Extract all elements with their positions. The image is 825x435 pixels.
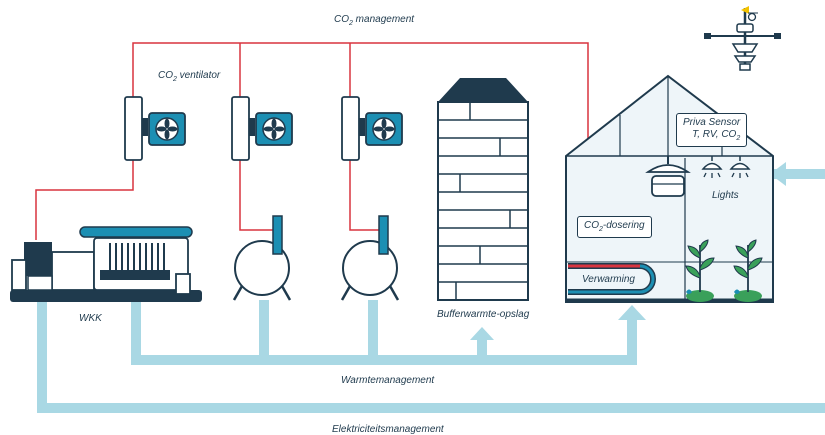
light-2-icon — [729, 156, 751, 178]
return-arrow — [770, 162, 786, 186]
co2-lines — [35, 42, 589, 240]
co2-ventilator-3 — [341, 96, 403, 161]
sensor-line-2: T, RV, CO2 — [692, 129, 741, 142]
co2-ventilator-1 — [124, 96, 186, 161]
warmtemanagement-label: Warmtemanagement — [341, 375, 435, 386]
drip-icons — [686, 289, 740, 294]
elektriciteit-pipe — [37, 300, 825, 413]
buffer-arrow — [470, 327, 494, 340]
priva-sensor-label: Priva Sensor T, RV, CO2 — [676, 113, 748, 148]
plant-2-icon — [733, 239, 763, 302]
co2-ventilator-2 — [231, 96, 293, 161]
boiler2-co2-line — [349, 160, 382, 231]
buffer-tank — [437, 78, 529, 301]
weather-station-icon — [704, 6, 781, 71]
elektriciteit-label: Elektriciteitsmanagement — [332, 424, 444, 435]
greenhouse-arrow — [618, 305, 646, 320]
co2-dosering-label: CO2-dosering — [577, 216, 652, 239]
co2-management-label: CO2 management — [334, 14, 415, 28]
co2-main-line — [132, 42, 589, 205]
wkk-label: WKK — [79, 313, 102, 324]
lights-label: Lights — [712, 190, 739, 201]
boiler-1 — [232, 215, 292, 301]
warmte-pipes — [37, 169, 825, 413]
plant-1-icon — [685, 239, 715, 302]
buffer-label: Bufferwarmte-opslag — [437, 309, 530, 320]
boiler-2 — [340, 215, 400, 301]
light-1-icon — [701, 156, 723, 178]
wkk-co2-line — [35, 160, 134, 240]
boiler1-co2-line — [239, 160, 276, 231]
sensor-line-1: Priva Sensor — [683, 117, 741, 128]
wkk-engine — [10, 226, 202, 302]
verwarming-pipe — [568, 263, 656, 295]
warmte-main-pipe — [131, 300, 637, 365]
co2-ventilator-label: CO2 ventilator — [158, 70, 221, 84]
verwarming-label: Verwarming — [582, 274, 635, 285]
ceiling-lamp — [645, 156, 691, 197]
